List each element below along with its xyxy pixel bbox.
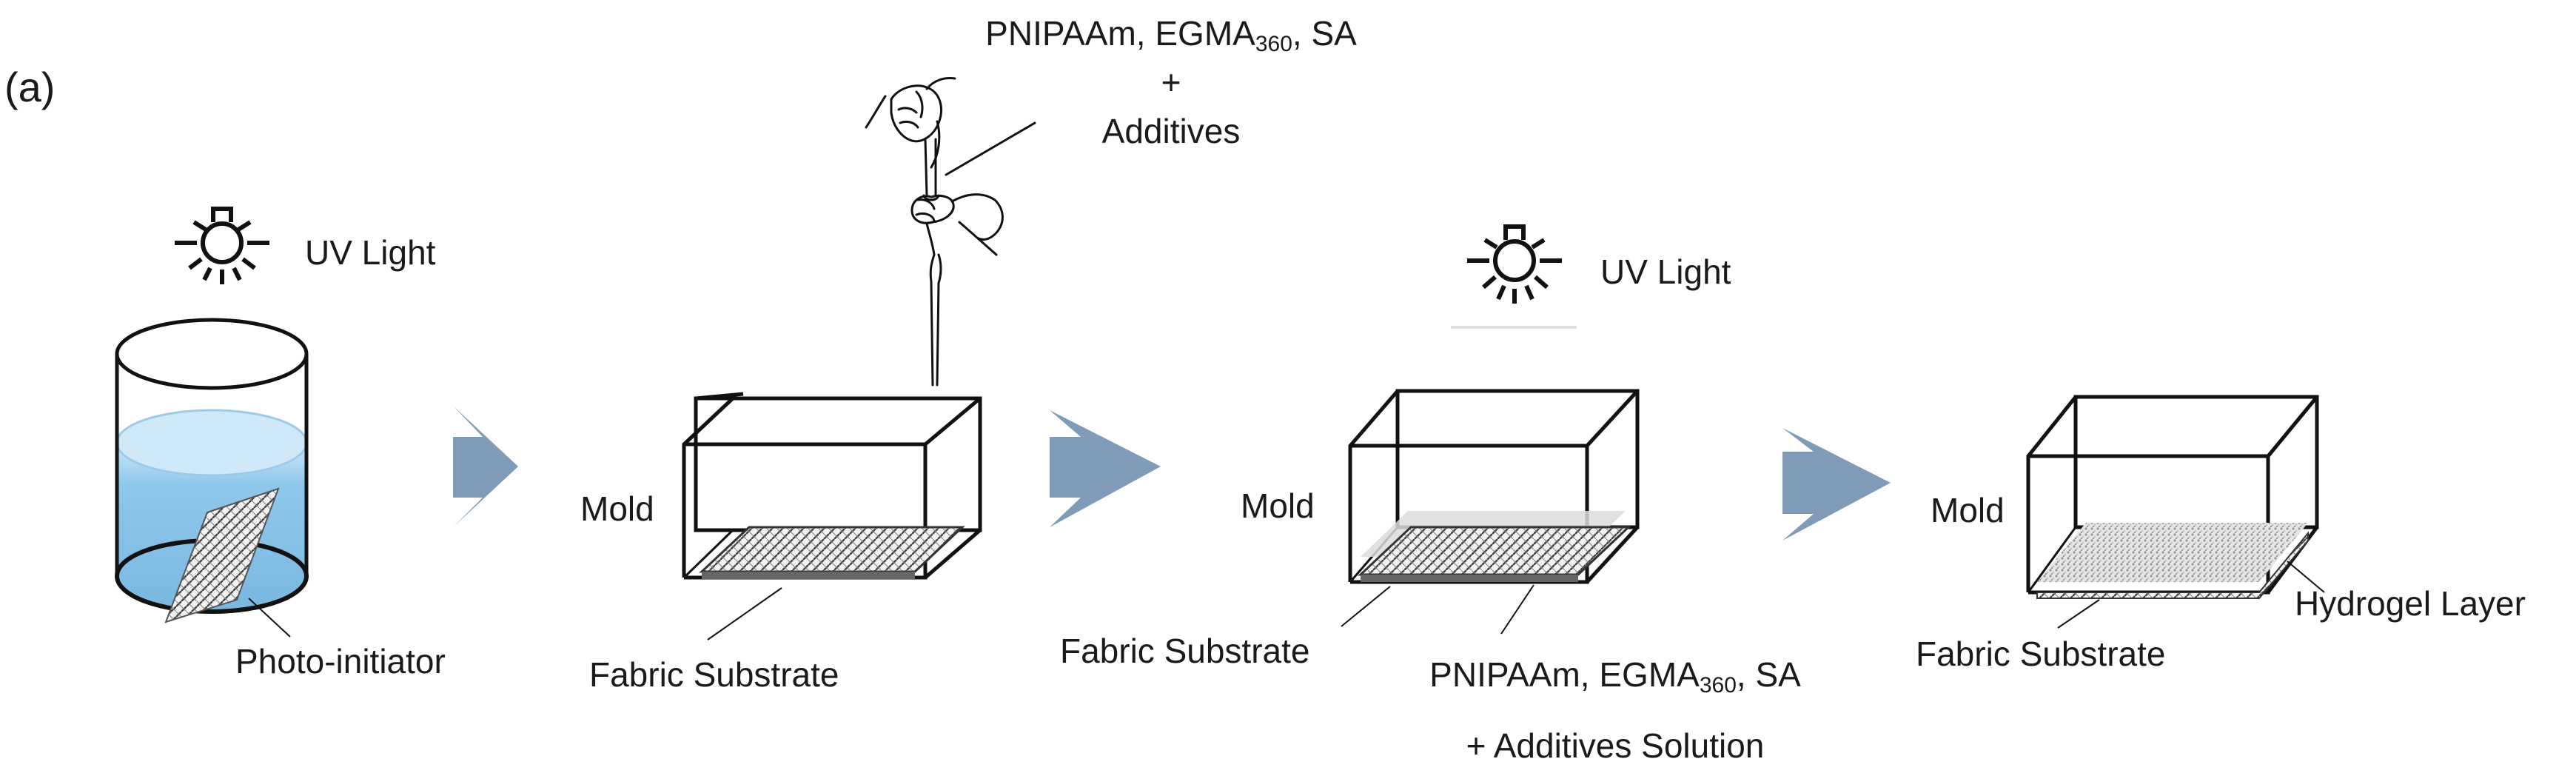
step3-mold-label: Mold	[1241, 486, 1315, 525]
step4-mold-label: Mold	[1931, 491, 2005, 529]
step3-solution-line2: + Additives Solution	[1466, 726, 1765, 765]
step4-fabric-substrate-label: Fabric Substrate	[1916, 635, 2166, 673]
step1-uv-bulb-icon	[175, 207, 269, 284]
step2-fabric-substrate-label: Fabric Substrate	[589, 655, 839, 694]
panel-label: (a)	[4, 64, 56, 110]
step2-solution-plus: +	[1161, 63, 1181, 101]
step3-uv-bulb-icon	[1467, 224, 1562, 304]
step2-solution-line2: Additives	[1101, 112, 1241, 150]
step4-hydrogel-layer-label: Hydrogel Layer	[2295, 584, 2526, 623]
beaker	[115, 318, 309, 638]
mold-4-hydrogel	[2037, 523, 2308, 582]
beaker-fabric	[164, 487, 280, 623]
process-arrow-1	[453, 406, 518, 527]
process-arrow-3	[1782, 428, 1891, 541]
mold-box-2	[682, 392, 982, 580]
step3-solution-line1: PNIPAAm, EGMA360, SA	[1429, 655, 1801, 698]
step3-uv-light-label: UV Light	[1600, 252, 1731, 291]
step1-photo-initiator-label: Photo-initiator	[235, 642, 446, 680]
step2-solution-line1: PNIPAAm, EGMA360, SA	[985, 14, 1357, 56]
step2-mold-label: Mold	[580, 489, 654, 528]
mold-4-fabric	[2036, 531, 2309, 599]
step3-fabric-substrate-label: Fabric Substrate	[1060, 632, 1310, 670]
mold-2-fabric	[699, 526, 965, 573]
step2-hands-pipette	[865, 77, 1036, 387]
process-arrow-2	[1050, 410, 1161, 527]
step1-uv-light-label: UV Light	[305, 233, 436, 272]
